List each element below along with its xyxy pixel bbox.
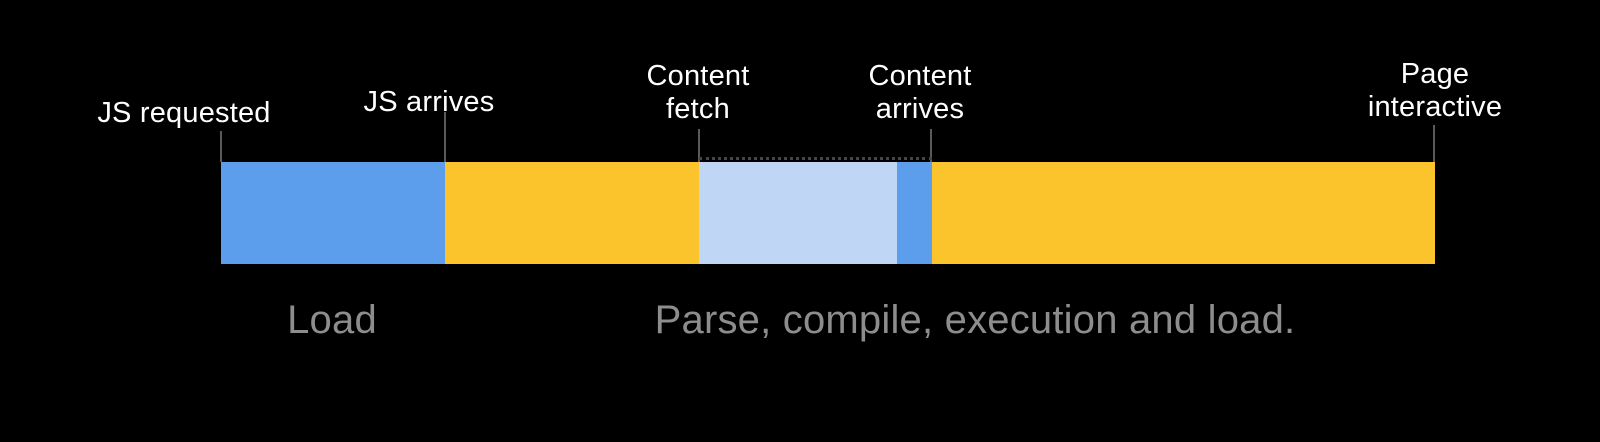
milestone-label-js-arrives: JS arrives: [363, 86, 495, 118]
timeline-bar: [221, 162, 1435, 264]
phase-label-parse-compile-execute-load: Parse, compile, execution and load.: [654, 298, 1296, 342]
segment-content-fetch-lightblue: [699, 162, 897, 264]
tick-content-arrives: [930, 129, 932, 162]
segment-content-arrival-blue: [897, 162, 932, 264]
tick-js-arrives: [444, 112, 446, 162]
segment-parse-compile-yellow: [445, 162, 699, 264]
segment-execution-load-yellow: [932, 162, 1435, 264]
segment-js-download-blue: [221, 162, 445, 264]
tick-page-interactive: [1433, 125, 1435, 162]
tick-content-fetch: [698, 129, 700, 162]
milestone-label-page-interactive: Page interactive: [1367, 58, 1503, 123]
milestone-label-content-arrives: Content arrives: [868, 60, 972, 125]
tick-js-requested: [220, 131, 222, 162]
milestone-label-content-fetch: Content fetch: [646, 60, 750, 125]
content-fetch-dotted-line: [699, 157, 932, 160]
milestone-label-js-requested: JS requested: [97, 97, 271, 129]
phase-label-load: Load: [287, 298, 377, 342]
